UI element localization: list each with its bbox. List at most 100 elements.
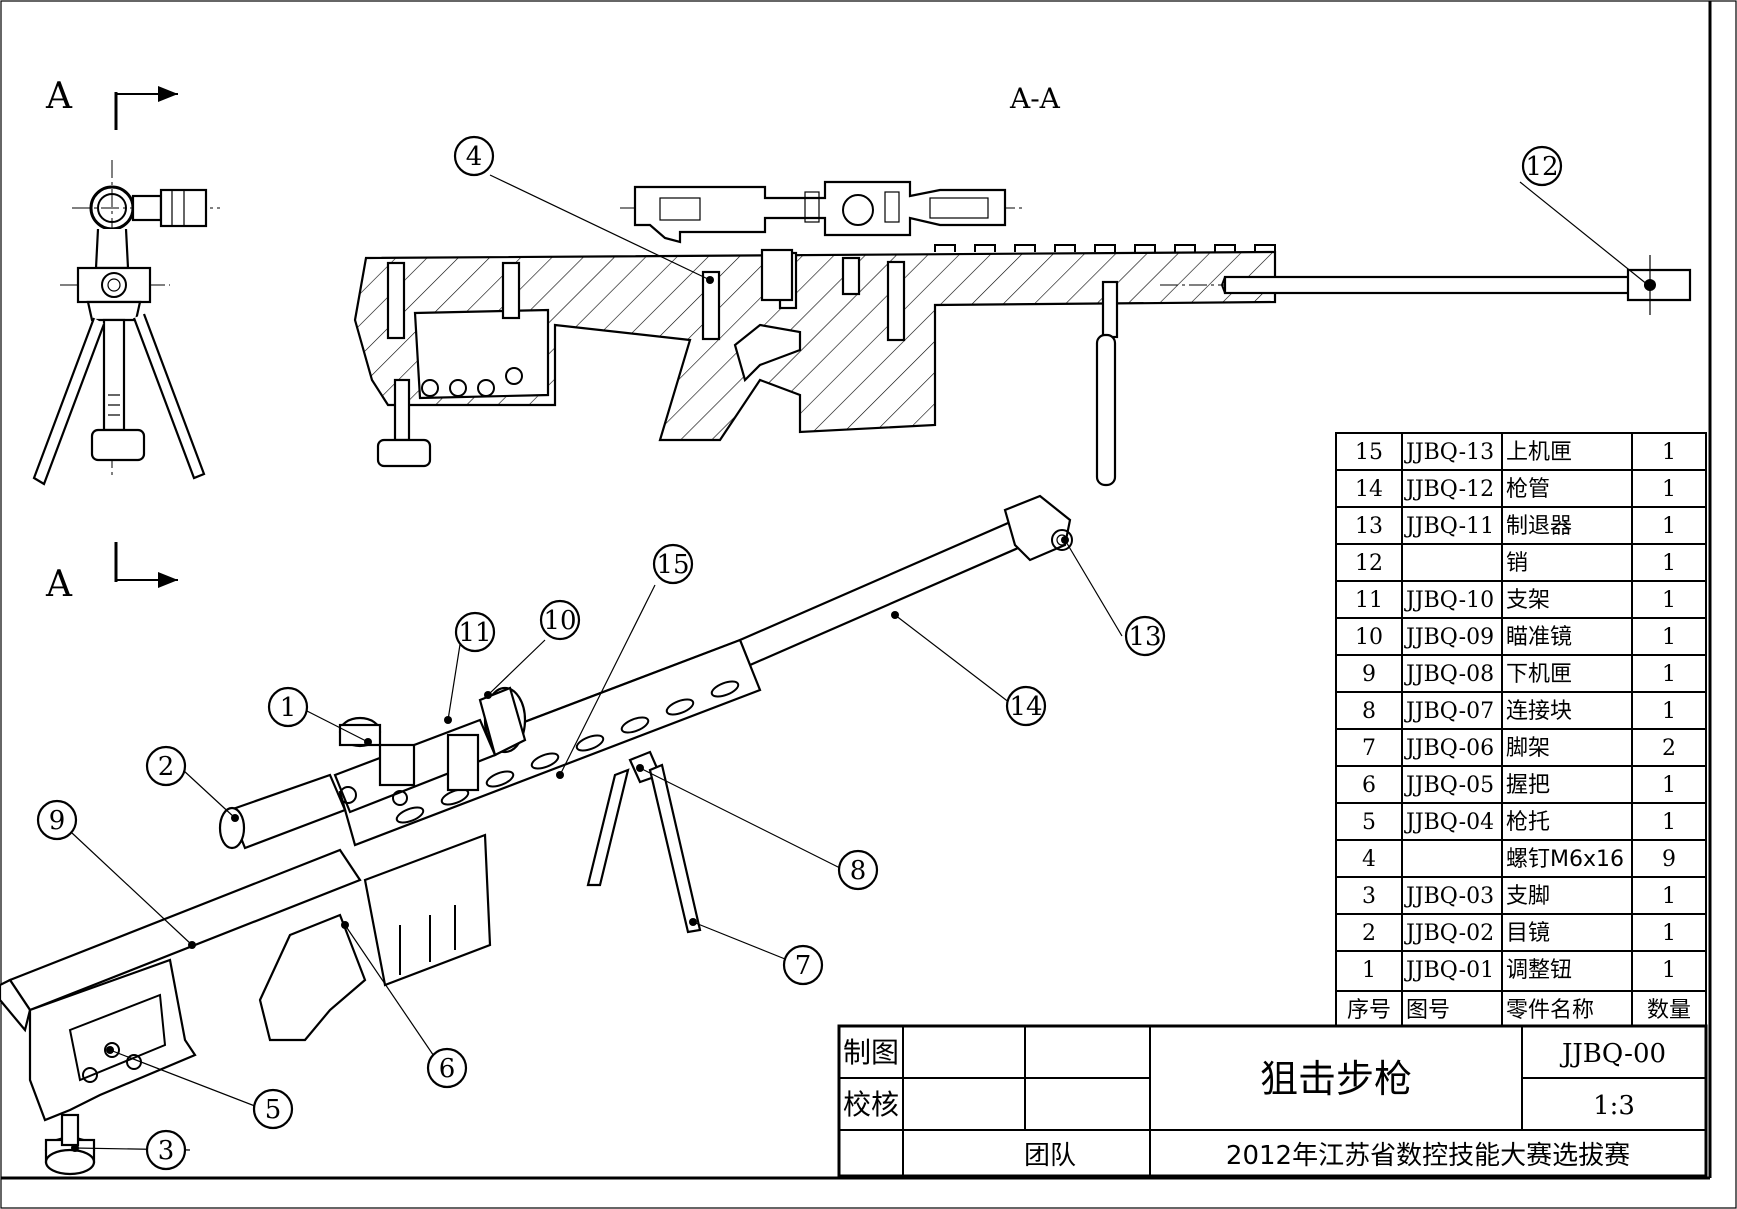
bom-row-qty: 1 — [1662, 662, 1676, 687]
bom-row-no: 2 — [1362, 921, 1376, 946]
callout-8: 8 — [837, 849, 879, 891]
competition-name: 2012年江苏省数控技能大赛选拔赛 — [1226, 1141, 1630, 1171]
title-block: 制图 校核 团队 狙击步枪 JJBQ-00 1:3 2012年江苏省数控技能大赛… — [837, 1024, 1708, 1178]
drawing-number: JJBQ-00 — [1559, 1039, 1666, 1069]
callout-12: 12 — [1521, 145, 1563, 187]
bom-row-code: JJBQ-02 — [1404, 921, 1494, 946]
bom-row-no: 12 — [1355, 551, 1383, 576]
callout-2: 2 — [145, 745, 187, 787]
bom-row-name: 支脚 — [1506, 884, 1550, 909]
barrel-iso — [738, 518, 1027, 667]
bom-row-name: 枪托 — [1506, 810, 1550, 835]
upper-receiver-iso — [338, 638, 762, 847]
svg-text:10: 10 — [543, 606, 576, 636]
bom-row-no: 10 — [1355, 625, 1383, 650]
bom-row-name: 螺钉M6x16 — [1506, 847, 1624, 872]
bom-row-qty: 1 — [1662, 440, 1676, 465]
isometric-view — [0, 494, 1073, 1176]
bom-header-name: 零件名称 — [1506, 998, 1594, 1023]
bom-row-qty: 2 — [1662, 736, 1676, 761]
bom-row-name: 目镜 — [1506, 921, 1550, 946]
section-marker-bottom: A — [45, 542, 178, 605]
bom-row-no: 8 — [1362, 699, 1376, 724]
bom-row-name: 上机匣 — [1506, 440, 1572, 465]
bom-row-no: 6 — [1362, 773, 1376, 798]
bom-row-no: 7 — [1362, 736, 1376, 761]
callout-9: 9 — [36, 799, 78, 841]
callout-11: 11 — [454, 611, 496, 653]
callout-6: 6 — [426, 1047, 468, 1089]
section-letter-bottom: A — [45, 564, 73, 605]
bom-row-code: JJBQ-09 — [1404, 625, 1494, 650]
bom-row-code: JJBQ-06 — [1404, 736, 1494, 761]
bom-row-name: 调整钮 — [1506, 958, 1572, 983]
bom-row-qty: 1 — [1662, 699, 1676, 724]
bom-row-qty: 9 — [1662, 847, 1676, 872]
bom-row-code: JJBQ-10 — [1404, 588, 1494, 613]
bom-row-no: 14 — [1355, 477, 1383, 502]
end-view — [32, 160, 220, 486]
barrel-section — [1223, 275, 1642, 295]
svg-text:4: 4 — [466, 142, 483, 172]
bom-row-code: JJBQ-04 — [1404, 810, 1494, 835]
svg-text:12: 12 — [1525, 152, 1558, 182]
bom-row-name: 瞄准镜 — [1506, 625, 1572, 650]
scope-section — [633, 180, 1007, 244]
bom-row-qty: 1 — [1662, 625, 1676, 650]
svg-text:5: 5 — [265, 1095, 282, 1125]
stock-iso — [28, 958, 197, 1122]
bom-row-qty: 1 — [1662, 958, 1676, 983]
bom-row-code: JJBQ-13 — [1404, 440, 1494, 465]
drawing-scale: 1:3 — [1593, 1091, 1635, 1121]
callout-10: 10 — [539, 599, 581, 641]
drawn-label: 制图 — [843, 1036, 899, 1069]
bom-row-name: 制退器 — [1506, 514, 1572, 539]
bom-row-name: 脚架 — [1506, 736, 1550, 761]
bom-header-no: 序号 — [1347, 998, 1391, 1023]
bom-header-qty: 数量 — [1647, 998, 1691, 1023]
team-label: 团队 — [1024, 1141, 1076, 1171]
section-view-a-a: A-A — [353, 82, 1692, 487]
grip-iso — [258, 913, 367, 1042]
bom-row-name: 握把 — [1506, 773, 1550, 798]
bom-row-qty: 1 — [1662, 514, 1676, 539]
bom-row-qty: 1 — [1662, 477, 1676, 502]
svg-text:14: 14 — [1009, 692, 1042, 722]
svg-text:6: 6 — [439, 1054, 456, 1084]
bom-header-code: 图号 — [1406, 998, 1450, 1023]
bom-row-qty: 1 — [1662, 810, 1676, 835]
bom-row-no: 3 — [1362, 884, 1376, 909]
bom-row-code: JJBQ-11 — [1404, 514, 1494, 539]
svg-text:7: 7 — [795, 951, 812, 981]
bom-row-name: 枪管 — [1506, 477, 1550, 502]
bom-row-name: 销 — [1506, 551, 1528, 576]
section-marker-top: A — [45, 76, 178, 130]
bom-row-code: JJBQ-08 — [1404, 662, 1494, 687]
bom-row-no: 9 — [1362, 662, 1376, 687]
bom-row-name: 支架 — [1506, 588, 1550, 613]
bom-row-code: JJBQ-12 — [1404, 477, 1494, 502]
bom-row-qty: 1 — [1662, 588, 1676, 613]
bom-row-qty: 1 — [1662, 884, 1676, 909]
section-letter-top: A — [45, 76, 73, 117]
bom-row-code: JJBQ-05 — [1404, 773, 1494, 798]
bom-row-no: 5 — [1362, 810, 1376, 835]
svg-text:15: 15 — [656, 550, 689, 580]
callout-13: 13 — [1124, 615, 1166, 657]
callout-14: 14 — [1005, 685, 1047, 727]
bom-row-no: 1 — [1362, 958, 1376, 983]
callout-1: 1 — [267, 686, 309, 728]
bom-row-no: 4 — [1362, 847, 1376, 872]
svg-text:8: 8 — [850, 856, 867, 886]
bom-row-no: 15 — [1355, 440, 1383, 465]
callout-7: 7 — [782, 944, 824, 986]
bom-row-qty: 1 — [1662, 921, 1676, 946]
bom-row-no: 11 — [1355, 588, 1383, 613]
svg-text:11: 11 — [458, 618, 491, 648]
bom-row-code: JJBQ-03 — [1404, 884, 1494, 909]
callout-3: 3 — [145, 1129, 187, 1171]
callout-5: 5 — [252, 1088, 294, 1130]
